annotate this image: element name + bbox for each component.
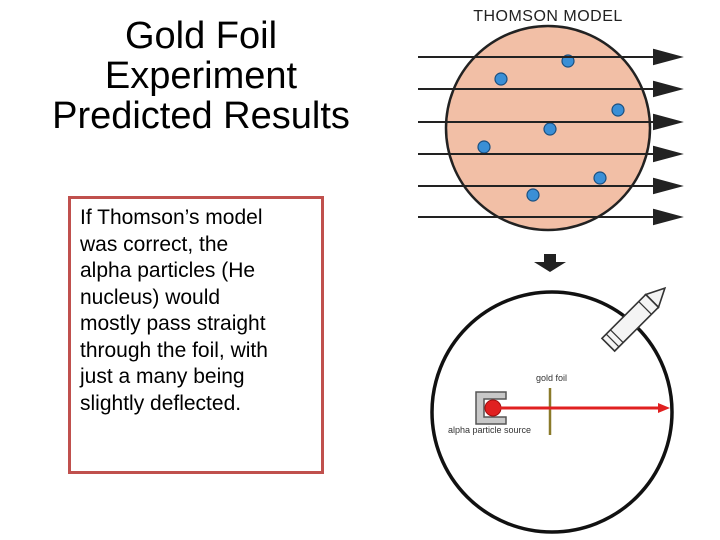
arrow-right-icon — [653, 177, 684, 195]
electron — [611, 103, 625, 117]
experiment-chamber-circle — [430, 290, 674, 534]
title-line: Experiment — [104, 55, 298, 97]
electron — [526, 188, 540, 202]
thomson-model-label: THOMSON MODEL — [473, 8, 623, 25]
electron — [494, 72, 508, 86]
arrow-right-icon — [653, 48, 684, 66]
body-line: just a many being — [80, 365, 245, 388]
body-line: If Thomson’s model — [80, 206, 263, 229]
source-icon — [475, 391, 507, 425]
electron — [593, 171, 607, 185]
arrow-right-icon — [653, 208, 684, 226]
title-line: Gold Foil — [124, 15, 278, 57]
body-line: through the foil, with — [80, 338, 268, 362]
title-line: Predicted Results — [52, 95, 350, 137]
electron — [543, 122, 557, 136]
electron — [477, 140, 491, 154]
arrow-right-icon — [653, 80, 684, 98]
arrow-right-icon — [658, 403, 670, 413]
explanation-textbox: If Thomson’s model was correct, the alph… — [68, 196, 324, 474]
body-line: was correct, the — [80, 232, 229, 256]
arrow-right-icon — [653, 113, 684, 131]
arrow-right-icon — [653, 145, 684, 163]
slide-title: Gold Foil Experiment Predicted Results — [20, 16, 382, 136]
thomson-model-diagram: THOMSON MODEL — [418, 8, 684, 534]
gold-foil-label: gold foil — [536, 373, 567, 383]
source-label: alpha particle source — [448, 425, 531, 435]
arrow-down-icon — [534, 254, 566, 272]
body-line: alpha particles (He — [80, 259, 256, 282]
body-line: mostly pass straight — [80, 312, 266, 335]
detector-icon — [600, 286, 667, 353]
body-line: slightly deflected. — [80, 391, 242, 415]
body-line: nucleus) would — [80, 285, 221, 309]
